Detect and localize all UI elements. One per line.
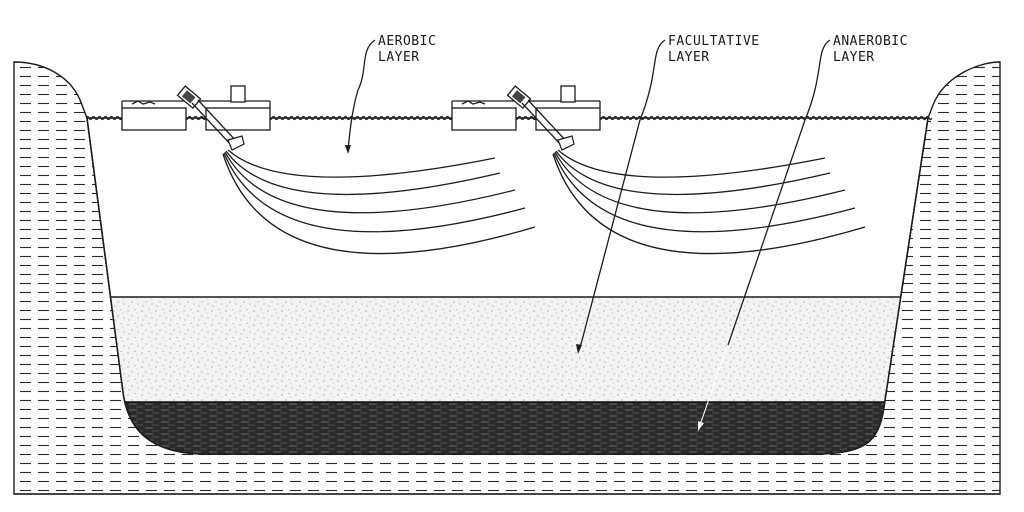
aerobic-leader-line — [347, 39, 376, 151]
spray-arcs-left — [222, 149, 536, 255]
aerator-left — [121, 85, 271, 151]
spray-arc — [222, 153, 536, 255]
spray-arc — [227, 149, 496, 178]
aerator-right — [451, 85, 601, 151]
anaerobic-label-line2: LAYER — [833, 50, 875, 65]
spray-arc — [553, 152, 856, 233]
aerobic-label-line2: LAYER — [378, 50, 420, 65]
spray-arc — [557, 149, 826, 178]
spray-arc — [224, 151, 516, 214]
spray-arc — [225, 150, 501, 196]
spray-arc — [223, 152, 526, 233]
anaerobic-arrowhead — [698, 421, 704, 431]
facultative-zone — [87, 297, 928, 407]
spray-arc — [554, 151, 846, 214]
spray-arcs-right — [552, 149, 866, 255]
aerobic-label-line1: AEROBIC — [378, 34, 436, 49]
facultative-label-line1: FACULTATIVE — [668, 34, 760, 49]
motor-housing — [560, 85, 576, 103]
spray-arc — [555, 150, 831, 196]
facultative-leader-line — [579, 39, 666, 349]
anaerobic-zone — [87, 402, 928, 454]
aerator-shaft — [521, 99, 569, 147]
float-pontoon — [121, 107, 187, 131]
aerobic-arrowhead — [345, 145, 351, 154]
aerator-shaft — [191, 99, 239, 147]
motor-housing — [230, 85, 246, 103]
spray-arc — [552, 153, 866, 255]
float-pontoon — [451, 107, 517, 131]
anaerobic-label-line1: ANAEROBIC — [833, 34, 908, 49]
facultative-label-line2: LAYER — [668, 50, 710, 65]
facultative-arrowhead — [576, 344, 582, 354]
